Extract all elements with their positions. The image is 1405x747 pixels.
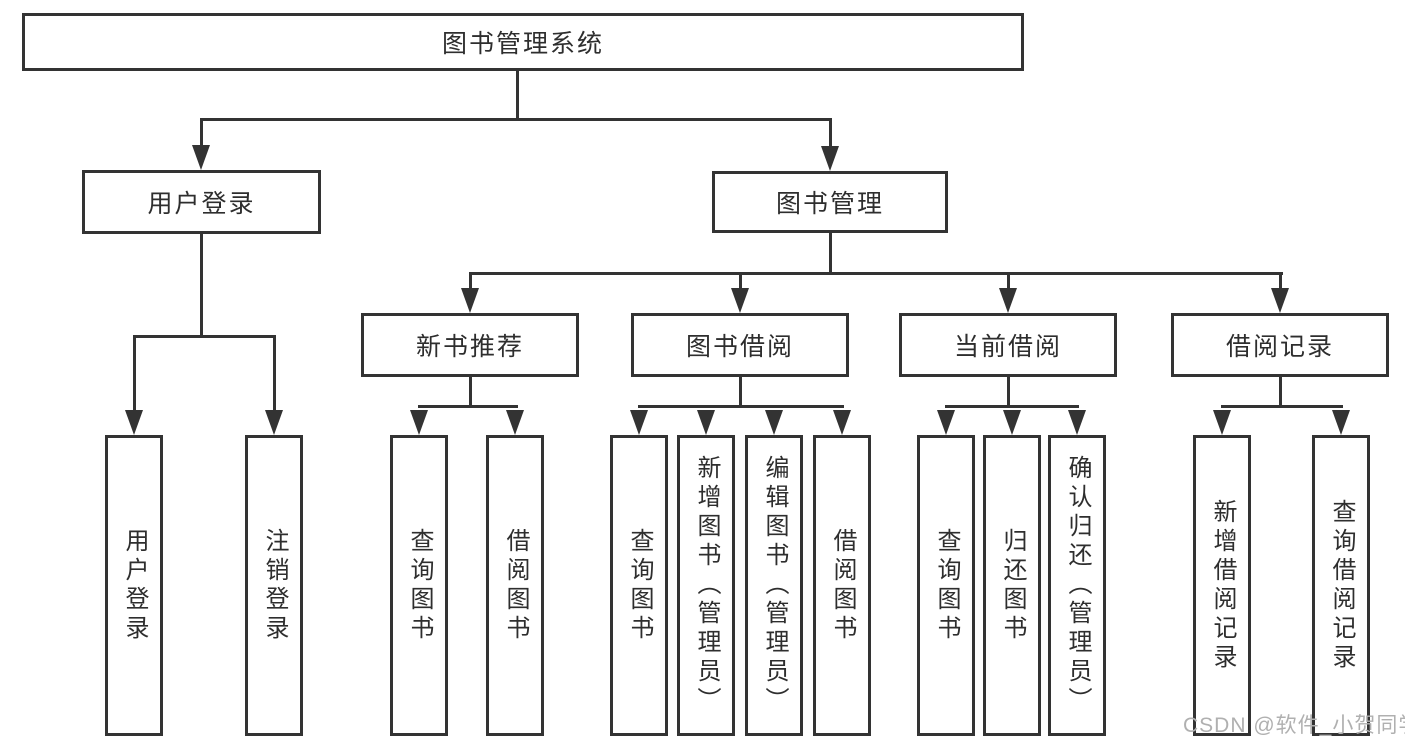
arrow-down-icon — [821, 146, 839, 171]
connector — [637, 405, 844, 408]
connector — [1220, 405, 1343, 408]
connector — [515, 71, 519, 118]
leaf-return-book: 归还图书 — [983, 435, 1041, 736]
connector — [199, 118, 832, 121]
leaf-add-borrow-record: 新增借阅记录 — [1193, 435, 1251, 736]
leaf-borrow-books: 借阅图书 — [813, 435, 871, 736]
leaf-borrow-books-recommend: 借阅图书 — [486, 435, 544, 736]
csdn-watermark: CSDN @软件_小贺同学 — [1183, 714, 1405, 737]
connector — [738, 272, 742, 290]
connector — [828, 233, 832, 275]
connector — [468, 377, 472, 408]
connector — [1006, 272, 1010, 290]
connector — [199, 118, 203, 148]
node-current-borrowing: 当前借阅 — [899, 313, 1117, 377]
connector — [132, 335, 136, 413]
arrow-down-icon — [265, 410, 283, 435]
arrow-down-icon — [1271, 288, 1289, 313]
arrow-down-icon — [1213, 410, 1231, 435]
connector — [944, 405, 1079, 408]
leaf-query-books-borrowing: 查询图书 — [610, 435, 668, 736]
arrow-down-icon — [410, 410, 428, 435]
arrow-down-icon — [937, 410, 955, 435]
connector — [738, 377, 742, 408]
arrow-down-icon — [833, 410, 851, 435]
node-root-library-management-system: 图书管理系统 — [22, 13, 1024, 71]
arrow-down-icon — [697, 410, 715, 435]
arrow-down-icon — [1003, 410, 1021, 435]
connector — [132, 335, 276, 338]
leaf-user-login: 用户登录 — [105, 435, 163, 736]
leaf-add-book-admin: 新增图书（管理员） — [677, 435, 735, 736]
node-book-management: 图书管理 — [712, 171, 948, 233]
node-borrowing-records: 借阅记录 — [1171, 313, 1389, 377]
leaf-query-borrow-record: 查询借阅记录 — [1312, 435, 1370, 736]
arrow-down-icon — [630, 410, 648, 435]
connector — [468, 272, 472, 290]
connector — [468, 272, 1283, 275]
node-new-book-recommendation: 新书推荐 — [361, 313, 579, 377]
connector — [1278, 272, 1282, 290]
arrow-down-icon — [1068, 410, 1086, 435]
connector — [828, 118, 832, 149]
node-book-borrowing: 图书借阅 — [631, 313, 849, 377]
connector — [417, 405, 518, 408]
arrow-down-icon — [765, 410, 783, 435]
leaf-confirm-return-admin: 确认归还（管理员） — [1048, 435, 1106, 736]
arrow-down-icon — [125, 410, 143, 435]
leaf-logout: 注销登录 — [245, 435, 303, 736]
arrow-down-icon — [999, 288, 1017, 313]
connector — [199, 234, 203, 335]
connector — [1278, 377, 1282, 408]
leaf-query-books-current: 查询图书 — [917, 435, 975, 736]
arrow-down-icon — [506, 410, 524, 435]
arrow-down-icon — [1332, 410, 1350, 435]
arrow-down-icon — [192, 145, 210, 170]
arrow-down-icon — [461, 288, 479, 313]
arrow-down-icon — [731, 288, 749, 313]
connector — [272, 335, 276, 413]
leaf-query-books-recommend: 查询图书 — [390, 435, 448, 736]
leaf-edit-book-admin: 编辑图书（管理员） — [745, 435, 803, 736]
node-user-login: 用户登录 — [82, 170, 321, 234]
connector — [1006, 377, 1010, 408]
